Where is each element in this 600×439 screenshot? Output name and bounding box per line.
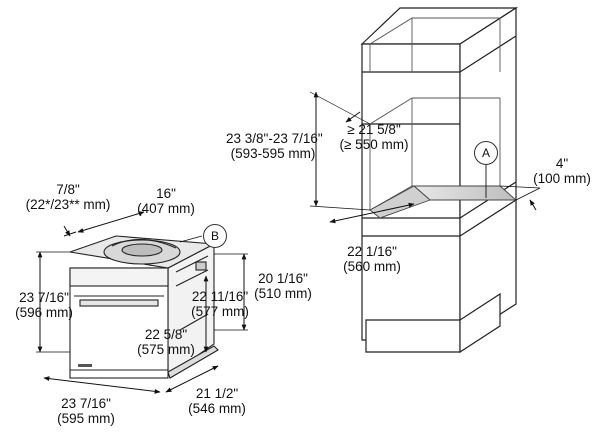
body-height-label: 20 1/16" (510 mm): [250, 271, 316, 301]
front-height-mm: (596 mm): [15, 305, 73, 320]
front-height-label: 23 7/16" (596 mm): [10, 290, 78, 320]
inner-depth-inch: 22 5/8": [144, 327, 188, 342]
callout-b: B: [203, 224, 227, 248]
height-range-label: 23 3/8"-23 7/16" (593-595 mm): [226, 131, 323, 161]
cabinet-dimensions: [309, 91, 541, 224]
body-height-mm: (510 mm): [254, 286, 312, 301]
side-clearance-inch: 4": [555, 156, 569, 171]
body-width-inch: 22 11/16": [191, 289, 249, 304]
height-range-inch: 23 3/8"-23 7/16": [226, 131, 323, 146]
min-depth-mm: (≥ 550 mm): [339, 137, 409, 152]
height-range-mm: (593-595 mm): [230, 146, 316, 161]
cutout-width-mm: (560 mm): [343, 259, 401, 274]
top-depth-mm: (407 mm): [137, 201, 195, 216]
trim-inch: 7/8": [56, 182, 80, 197]
trim-label: 7/8" (22*/23** mm): [20, 182, 116, 212]
side-clearance-mm: (100 mm): [533, 171, 591, 186]
oven: [69, 235, 219, 379]
overall-depth-inch: 21 1/2": [195, 386, 239, 401]
oven-dimensions: [36, 211, 248, 394]
cutout-width-inch: 22 1/16": [347, 244, 397, 259]
side-clearance-label: 4" (100 mm): [528, 156, 596, 186]
body-width-mm: (577 mm): [191, 304, 249, 319]
callout-a: A: [474, 141, 498, 165]
front-width-inch: 23 7/16": [61, 396, 111, 411]
front-height-inch: 23 7/16": [19, 290, 69, 305]
cutout-width-label: 22 1/16" (560 mm): [338, 244, 406, 274]
min-depth-label: ≥ 21 5/8" (≥ 550 mm): [336, 122, 412, 152]
min-depth-inch: ≥ 21 5/8": [347, 122, 401, 137]
front-width-mm: (595 mm): [57, 411, 115, 426]
trim-mm: (22*/23** mm): [25, 197, 111, 212]
overall-depth-label: 21 1/2" (546 mm): [182, 386, 252, 416]
top-depth-label: 16" (407 mm): [130, 186, 202, 216]
body-height-inch: 20 1/16": [258, 271, 308, 286]
overall-depth-mm: (546 mm): [188, 401, 246, 416]
front-width-label: 23 7/16" (595 mm): [52, 396, 120, 426]
cabinet: [360, 6, 519, 354]
ventilation-slot: [412, 185, 518, 201]
inner-depth-label: 22 5/8" (575 mm): [132, 327, 200, 357]
body-width-label: 22 11/16" (577 mm): [182, 289, 258, 319]
top-depth-inch: 16": [156, 186, 176, 201]
inner-depth-mm: (575 mm): [137, 342, 195, 357]
